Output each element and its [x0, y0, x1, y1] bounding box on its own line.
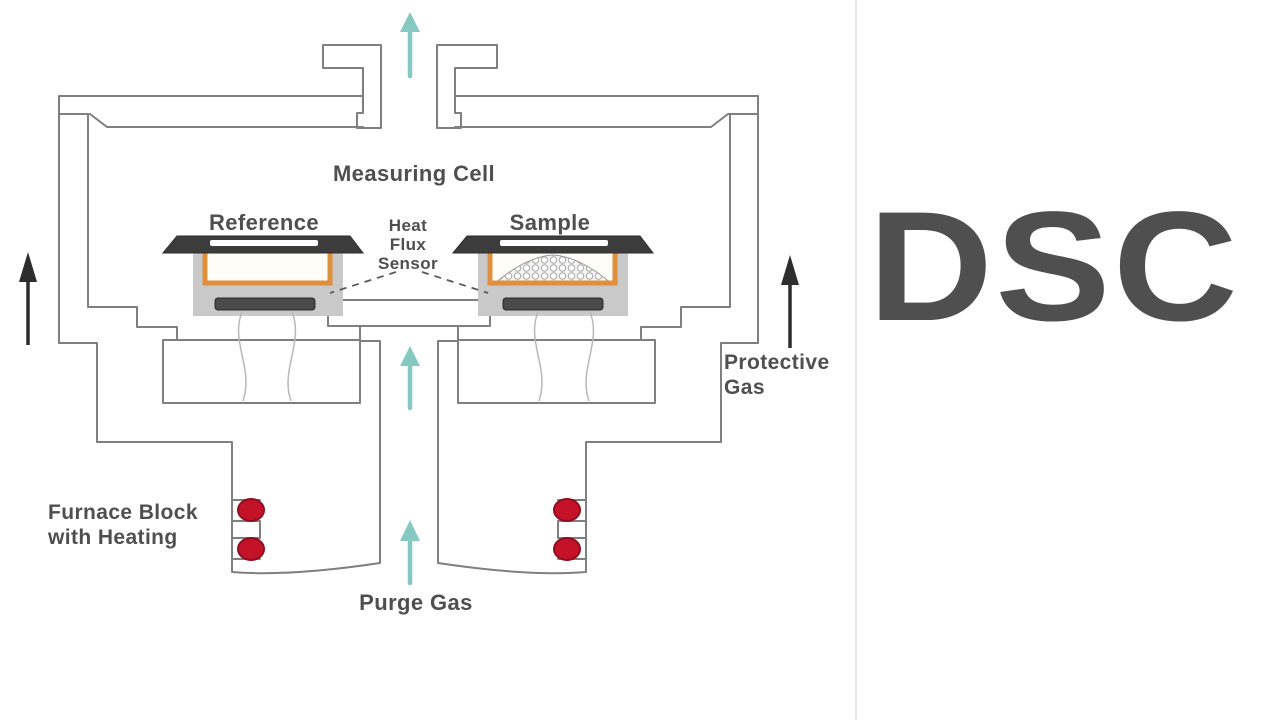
reference-heat-flux-sensor: [214, 297, 316, 311]
purge-gas-label: Purge Gas: [359, 590, 473, 615]
heat-flux-label-line3: Sensor: [378, 254, 438, 273]
sample-heat-flux-sensor: [502, 297, 604, 311]
gas-flow-arrowheads-teal: [400, 12, 420, 541]
heater-dots: [237, 498, 581, 561]
protective-gas-arrow-head: [781, 255, 799, 285]
reference-lid-slot: [210, 240, 318, 246]
shell-right: [437, 95, 759, 575]
left-gas-arrow-head: [19, 252, 37, 282]
heater-coil-dot: [553, 537, 581, 561]
protective-gas-label-line2: Gas: [724, 376, 765, 399]
sample-lid-slot: [500, 240, 608, 246]
inner-wall-right: [454, 113, 759, 341]
pointer-left: [329, 271, 397, 294]
chamber-left: [162, 339, 361, 404]
shell-left: [58, 95, 381, 575]
heater-coil-dot: [237, 498, 265, 522]
chamber-right: [457, 339, 656, 404]
sample-material-heap: [492, 254, 614, 285]
sample-label: Sample: [510, 210, 591, 235]
gas-outlet-arrow-head: [400, 12, 420, 32]
dsc-logo: DSC: [868, 180, 1240, 354]
diagram-labels: Measuring Cell Reference Sample Heat Flu…: [47, 161, 830, 615]
wire: [287, 311, 297, 402]
sample-crucible: [487, 250, 618, 286]
heat-flux-pointers: [329, 271, 489, 294]
wire: [533, 311, 543, 402]
measuring-cell-label: Measuring Cell: [333, 161, 495, 186]
cell-flow-arrow-head: [400, 346, 420, 366]
purge-gas-arrow-head: [400, 520, 420, 541]
reference-crucible-interior: [207, 249, 328, 282]
furnace-outline: [58, 44, 759, 575]
inner-wall-left: [59, 113, 364, 341]
wire: [237, 311, 247, 402]
support-plate: [327, 299, 491, 327]
heat-flux-label-line2: Flux: [390, 235, 427, 254]
protective-gas-arrowheads: [19, 252, 799, 285]
chimney-left: [322, 44, 382, 129]
reference-crucible: [202, 250, 333, 286]
furnace-block-label-line2: with Heating: [47, 526, 178, 549]
heat-flux-label-line1: Heat: [389, 216, 427, 235]
heater-coil-dot: [553, 498, 581, 522]
sensor-wires: [237, 311, 595, 402]
chimney-right: [436, 44, 498, 129]
wire: [585, 311, 595, 402]
protective-gas-arrows: [26, 279, 792, 348]
heater-coil-dot: [237, 537, 265, 561]
furnace-block-label-line1: Furnace Block: [48, 501, 198, 524]
protective-gas-label-line1: Protective: [724, 351, 830, 374]
pointer-right: [421, 271, 489, 294]
reference-label: Reference: [209, 210, 319, 235]
